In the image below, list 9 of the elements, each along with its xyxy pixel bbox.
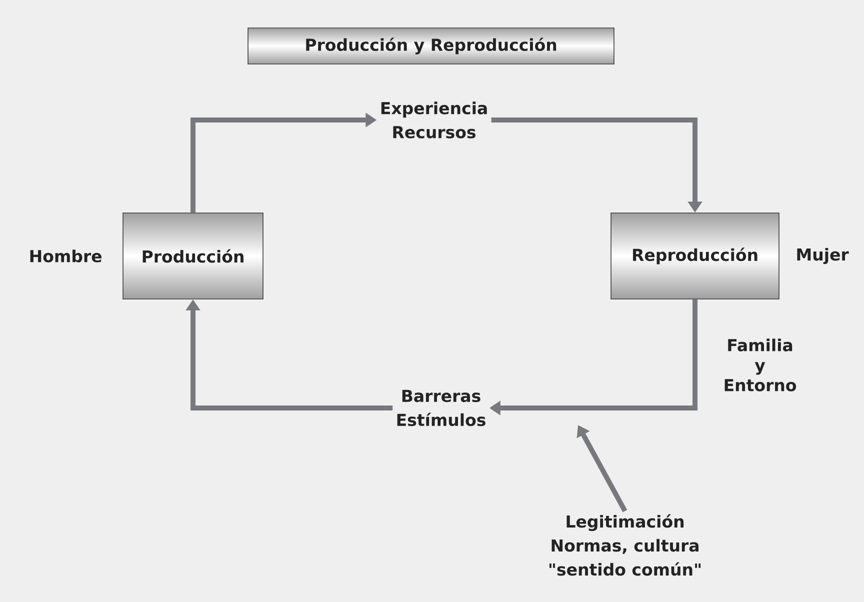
flow-label: Legitimación Normas, cultura "sentido común": [549, 514, 701, 576]
flow-label: Experiencia Recursos: [381, 102, 487, 138]
flow-label: Barreras Estímulos: [397, 390, 486, 426]
process-box: Reproducción: [610, 212, 780, 300]
process-box: Producción: [122, 212, 264, 300]
side-label: Mujer: [797, 248, 849, 264]
side-label: Familia y Entorno: [724, 338, 796, 392]
side-label: Hombre: [30, 250, 102, 262]
title-box: Producción y Reproducción: [248, 28, 614, 64]
